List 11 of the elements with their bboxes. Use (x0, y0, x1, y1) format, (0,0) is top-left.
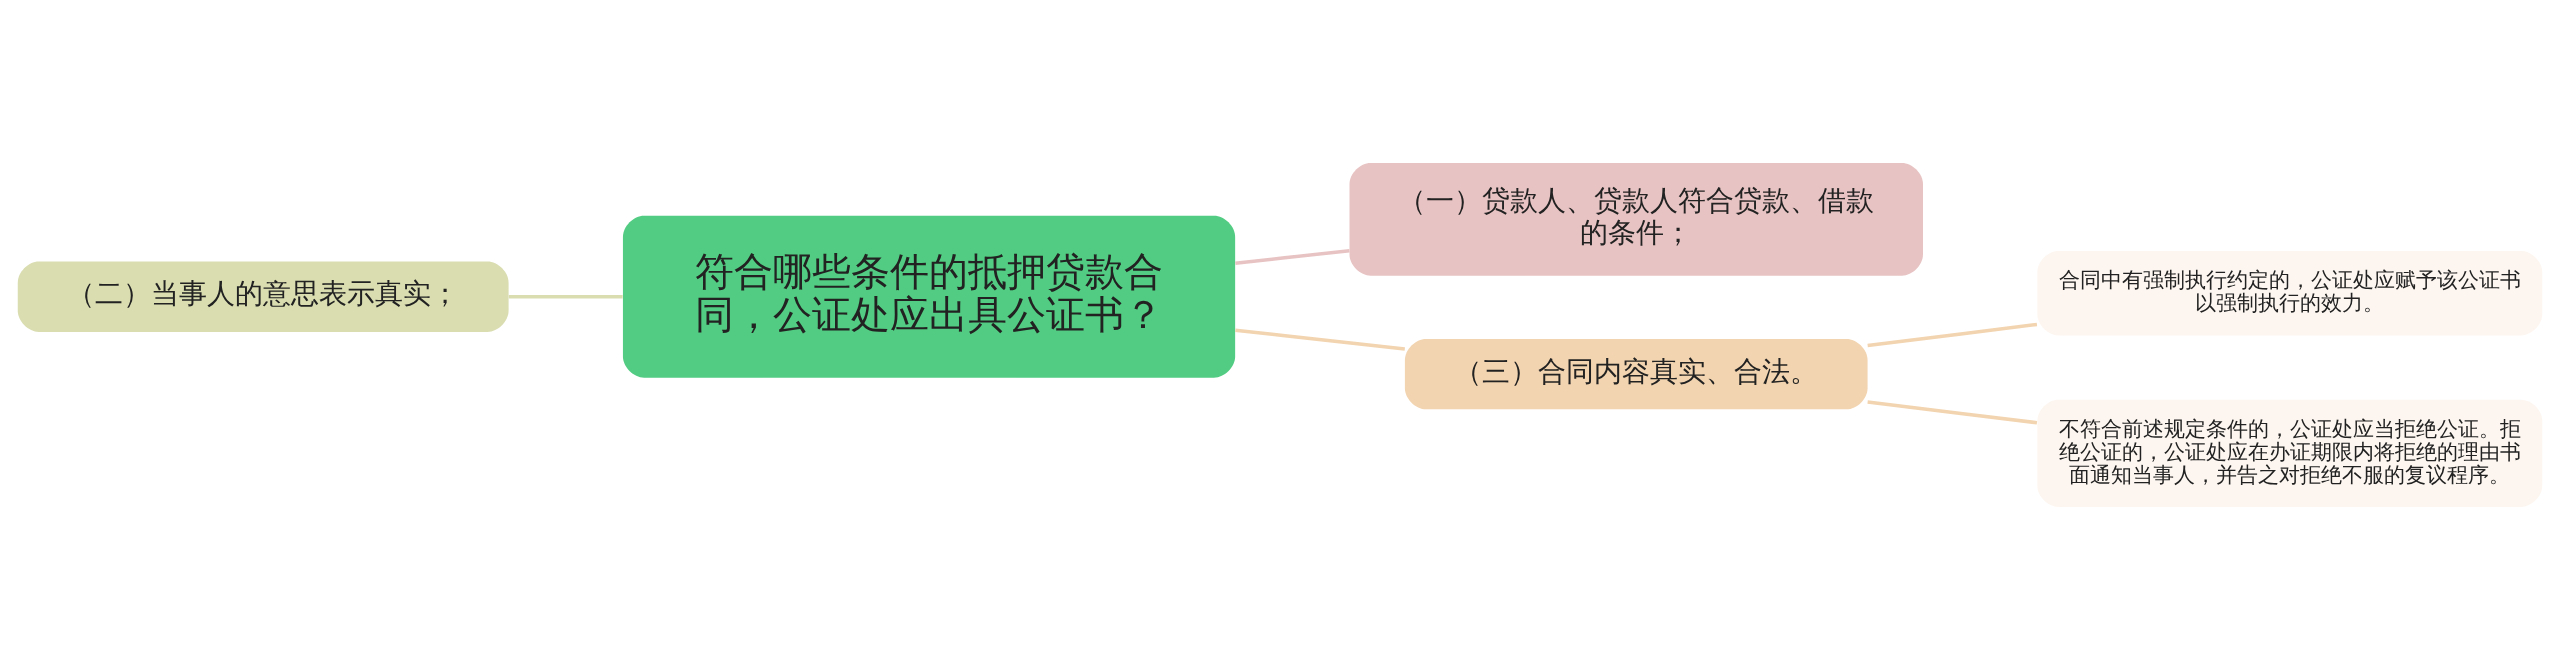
connector (508, 294, 623, 298)
node-box: （三）合同内容真实、合法。 (1404, 338, 1868, 409)
node-box: （二）当事人的意思表示真实； (17, 261, 509, 332)
connector (1235, 248, 1350, 265)
node-box: 不符合前述规定条件的，公证处应当拒绝公证。拒绝公证的，公证处应在办证期限内将拒绝的理由书面通知当事人，并告之对拒绝不服的复议程序。 (2037, 399, 2543, 507)
connector (1235, 328, 1405, 351)
node-box: （一）贷款人、贷款人符合贷款、借款的条件； (1349, 162, 1923, 276)
connector (1867, 399, 2038, 424)
connector (1867, 322, 2038, 347)
node-box: 合同中有强制执行约定的，公证处应赋予该公证书以强制执行的效力。 (2037, 250, 2543, 335)
node-box: 符合哪些条件的抵押贷款合同，公证处应出具公证书？ (622, 215, 1236, 378)
